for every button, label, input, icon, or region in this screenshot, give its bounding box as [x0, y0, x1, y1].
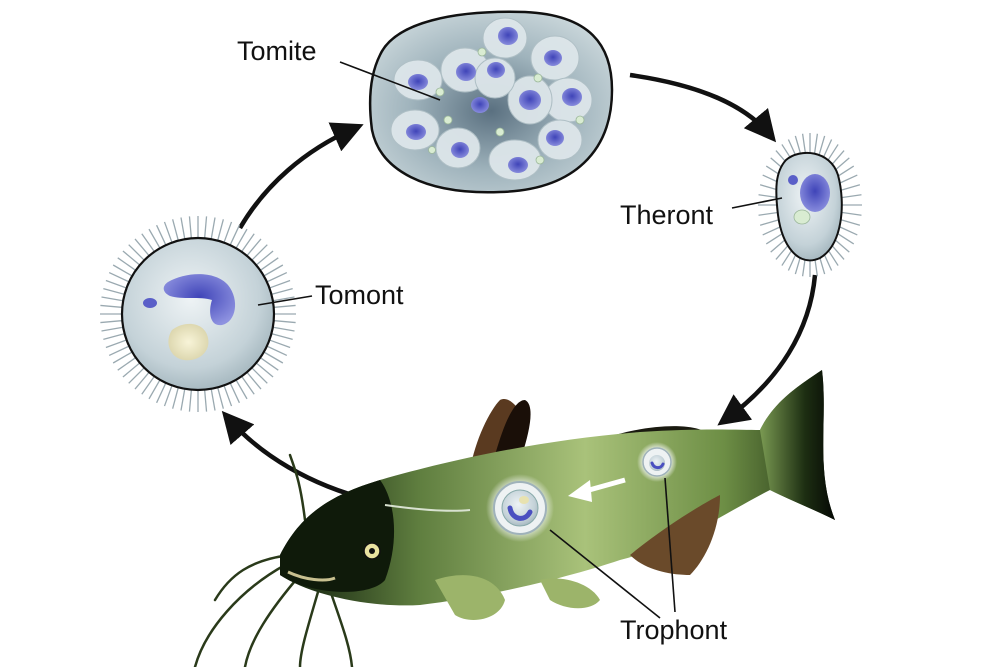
cilium	[261, 350, 284, 364]
cilium	[203, 216, 208, 241]
cilium	[813, 133, 819, 156]
cilium	[180, 217, 186, 242]
cilium	[122, 361, 142, 378]
cilium	[134, 370, 151, 390]
trophont-small-icon	[637, 442, 677, 482]
cilium	[838, 184, 861, 192]
cilium	[817, 135, 826, 158]
cilium	[258, 355, 279, 371]
cilium	[264, 271, 288, 284]
cilium	[267, 279, 291, 290]
theront-cell-icon	[758, 133, 862, 277]
cilium	[100, 319, 125, 324]
cilium	[216, 219, 224, 243]
cilium	[163, 221, 174, 245]
cilium	[269, 288, 293, 296]
cilium	[122, 250, 142, 267]
cilium	[270, 326, 295, 332]
cilium	[222, 221, 233, 245]
cilium	[117, 355, 138, 371]
cilium	[801, 133, 807, 156]
cilium	[210, 386, 216, 411]
cilium	[258, 257, 279, 273]
label-tomont: Tomont	[315, 280, 404, 310]
cilium	[269, 332, 293, 340]
label-trophont: Trophont	[620, 615, 728, 645]
cilium	[103, 332, 127, 340]
cilium	[234, 228, 248, 251]
cilium	[148, 377, 162, 400]
cilium	[270, 296, 295, 302]
cilium	[101, 326, 126, 332]
cilium	[128, 244, 147, 263]
cilium	[105, 338, 129, 349]
cilium	[155, 224, 168, 248]
cilium	[249, 365, 268, 384]
cilium	[839, 194, 862, 199]
cilium	[254, 250, 274, 267]
cilium	[228, 380, 241, 404]
cilium	[108, 271, 132, 284]
leader-lines	[257, 61, 783, 619]
cilium	[261, 264, 284, 278]
cilium	[105, 279, 129, 290]
cilium	[239, 233, 255, 254]
cilium	[134, 238, 151, 258]
trophont-cyst-icon	[486, 474, 554, 542]
cilium	[100, 304, 125, 309]
cilium	[271, 319, 296, 324]
cilium	[239, 374, 255, 395]
cilium	[228, 224, 241, 248]
cilium	[101, 296, 126, 302]
cilium	[264, 344, 288, 357]
cilium	[155, 380, 168, 404]
cilium	[112, 350, 135, 364]
arrow-tomite-to-theront	[629, 72, 777, 143]
arrow-tomont-to-tomite	[238, 122, 364, 230]
cilium	[180, 386, 186, 411]
label-theront: Theront	[620, 200, 714, 230]
cilium	[163, 383, 174, 407]
cilium	[203, 387, 208, 412]
cilium	[271, 304, 296, 309]
cilium	[837, 225, 858, 236]
cilium	[249, 244, 268, 263]
cilium	[234, 377, 248, 400]
tomont-cell-icon	[100, 216, 296, 412]
cilium	[108, 344, 132, 357]
cilium	[758, 211, 781, 216]
cilium	[141, 233, 157, 254]
cilium	[839, 211, 862, 216]
cilium	[148, 228, 162, 251]
migration-arrow	[568, 477, 626, 502]
cilium	[103, 288, 127, 296]
cilium	[141, 374, 157, 395]
cilium	[759, 218, 782, 226]
cilium	[267, 338, 291, 349]
cilium	[210, 217, 216, 242]
cilium	[222, 383, 233, 407]
cilium	[117, 257, 138, 273]
cilium	[245, 370, 262, 390]
cilium	[188, 387, 193, 412]
cilium	[112, 264, 135, 278]
tomite-cyst-icon	[368, 10, 614, 194]
cilium	[245, 238, 262, 258]
cilium	[128, 365, 147, 384]
arrow-theront-to-fish	[717, 274, 818, 426]
cilium	[172, 219, 180, 243]
cilium	[254, 361, 274, 378]
catfish-host-icon	[193, 370, 835, 667]
cilium	[838, 218, 861, 226]
cilium	[216, 385, 224, 409]
cilium	[172, 385, 180, 409]
cilium	[188, 216, 193, 241]
label-tomite: Tomite	[237, 36, 317, 66]
